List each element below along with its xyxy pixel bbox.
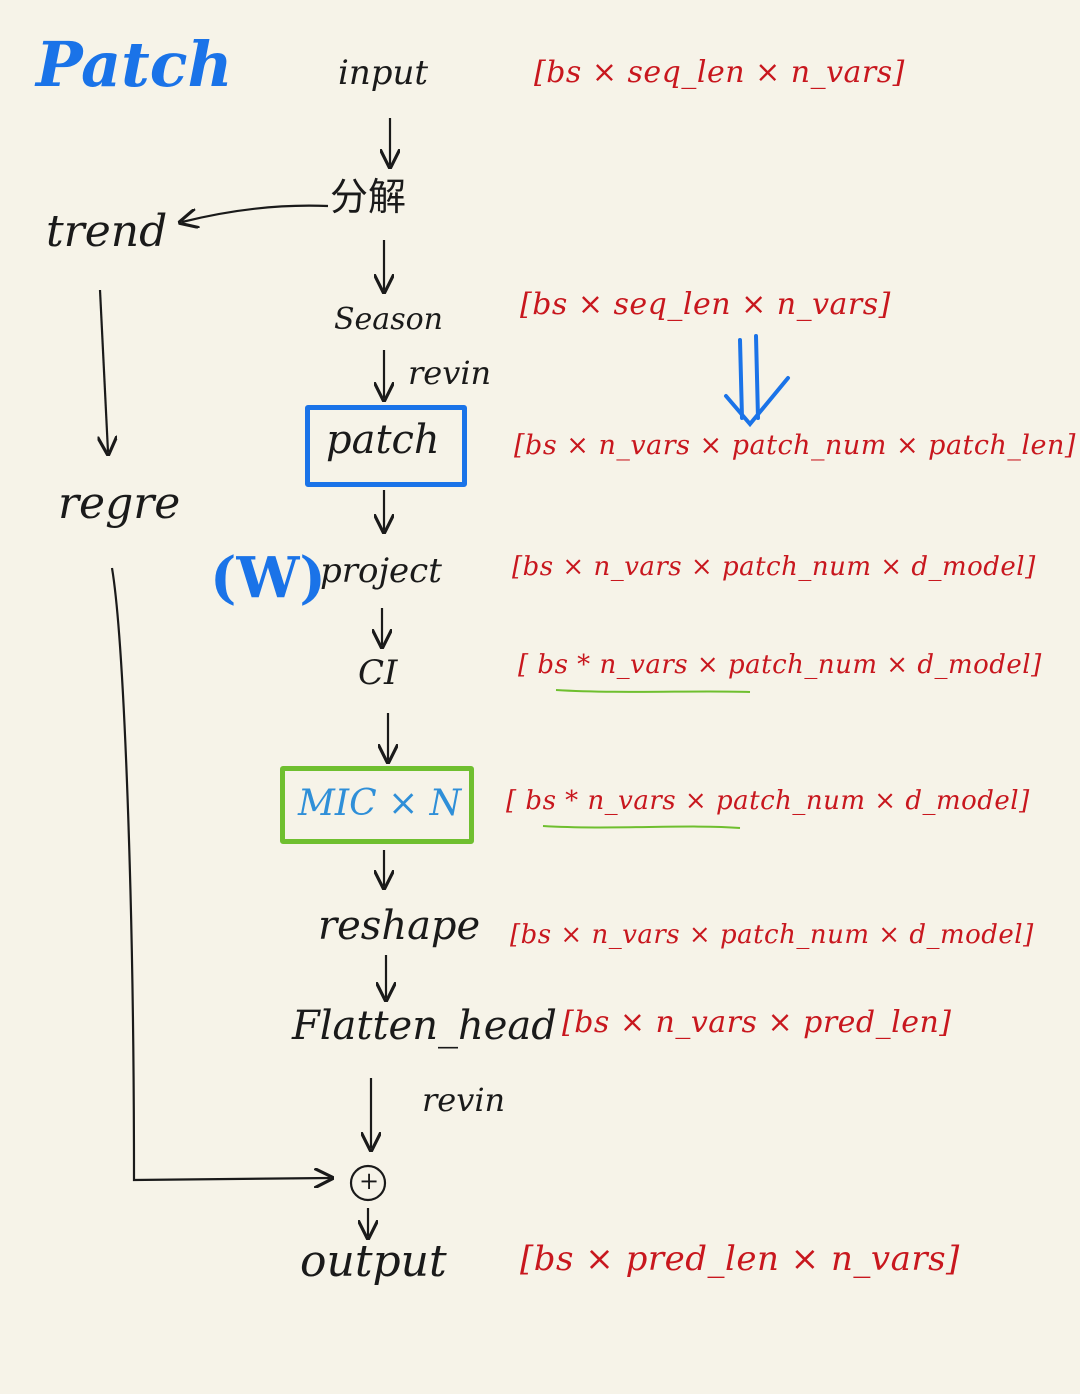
shape-ci-prefix: [ [518, 650, 529, 680]
shape-flatten-head: [bs × n_vars × pred_len] [562, 1005, 952, 1040]
arrow-trend-regre [100, 289, 108, 452]
plus-circle [349, 1164, 387, 1202]
node-project: project [320, 551, 442, 591]
shape-season: [bs × seq_len × n_vars] [520, 287, 891, 322]
node-decompose: 分解 [330, 175, 407, 219]
node-season: Season [334, 302, 443, 337]
label-revin-top: revin [408, 354, 492, 392]
blue-double-arrow-left [738, 338, 744, 420]
arrow-regre-plus [110, 567, 330, 1180]
shape-mic-suffix: × patch_num × d_model] [684, 786, 1030, 816]
shape-patch: [bs × n_vars × patch_num × patch_len] [514, 430, 1076, 461]
shape-mic-underlined: bs * n_vars [525, 786, 677, 816]
shape-mic: [ bs * n_vars × patch_num × d_model] [506, 788, 1030, 814]
ci-underline [555, 689, 751, 693]
shape-input: [bs × seq_len × n_vars] [534, 55, 905, 90]
blue-double-arrow-right [754, 334, 760, 420]
shape-ci-suffix: × patch_num × d_model] [696, 650, 1042, 680]
node-input: input [338, 53, 429, 93]
node-trend: trend [46, 206, 168, 257]
node-patch: patch [326, 417, 440, 463]
shape-project: [bs × n_vars × patch_num × d_model] [512, 552, 1036, 582]
node-output: output [300, 1236, 447, 1287]
plus-sign: + [359, 1167, 380, 1195]
blue-double-arrow-head [724, 376, 790, 428]
arrow-decompose-trend [182, 204, 329, 222]
node-regre: regre [58, 478, 181, 529]
mic-underline [542, 825, 741, 829]
label-revin-bottom: revin [422, 1081, 506, 1119]
shape-ci: [ bs * n_vars × patch_num × d_model] [518, 652, 1042, 678]
page-title: Patch [36, 28, 233, 101]
shape-reshape: [bs × n_vars × patch_num × d_model] [510, 920, 1034, 950]
node-mic: MIC × N [298, 783, 462, 824]
node-ci: CI [358, 653, 398, 693]
mic-box [280, 766, 474, 844]
shape-output: [bs × pred_len × n_vars] [520, 1239, 960, 1279]
node-flatten-head: Flatten_head [292, 1003, 557, 1049]
shape-mic-prefix: [ [506, 786, 517, 816]
shape-ci-underlined: bs * n_vars [537, 650, 689, 680]
patch-box [305, 405, 467, 487]
node-reshape: reshape [318, 903, 481, 949]
label-w: (W) [210, 545, 326, 611]
